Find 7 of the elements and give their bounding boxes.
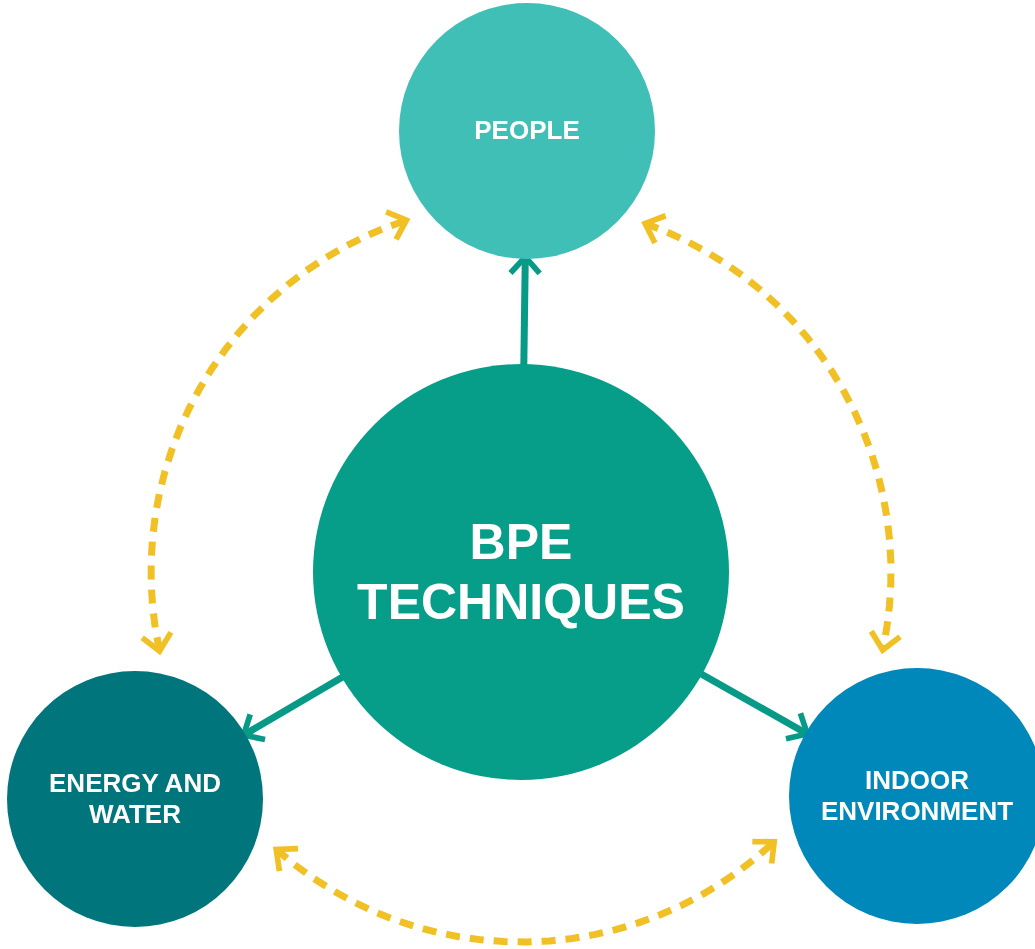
node-label: ENERGY AND WATER bbox=[48, 767, 222, 831]
node-label: INDOOR ENVIRONMENT bbox=[819, 764, 1015, 828]
dashed-arrow bbox=[139, 209, 410, 654]
dashed-arrow bbox=[273, 838, 777, 946]
dashed-arrow bbox=[642, 212, 903, 653]
node-label: BPE TECHNIQUES bbox=[356, 513, 686, 632]
node-label: PEOPLE bbox=[474, 115, 580, 147]
